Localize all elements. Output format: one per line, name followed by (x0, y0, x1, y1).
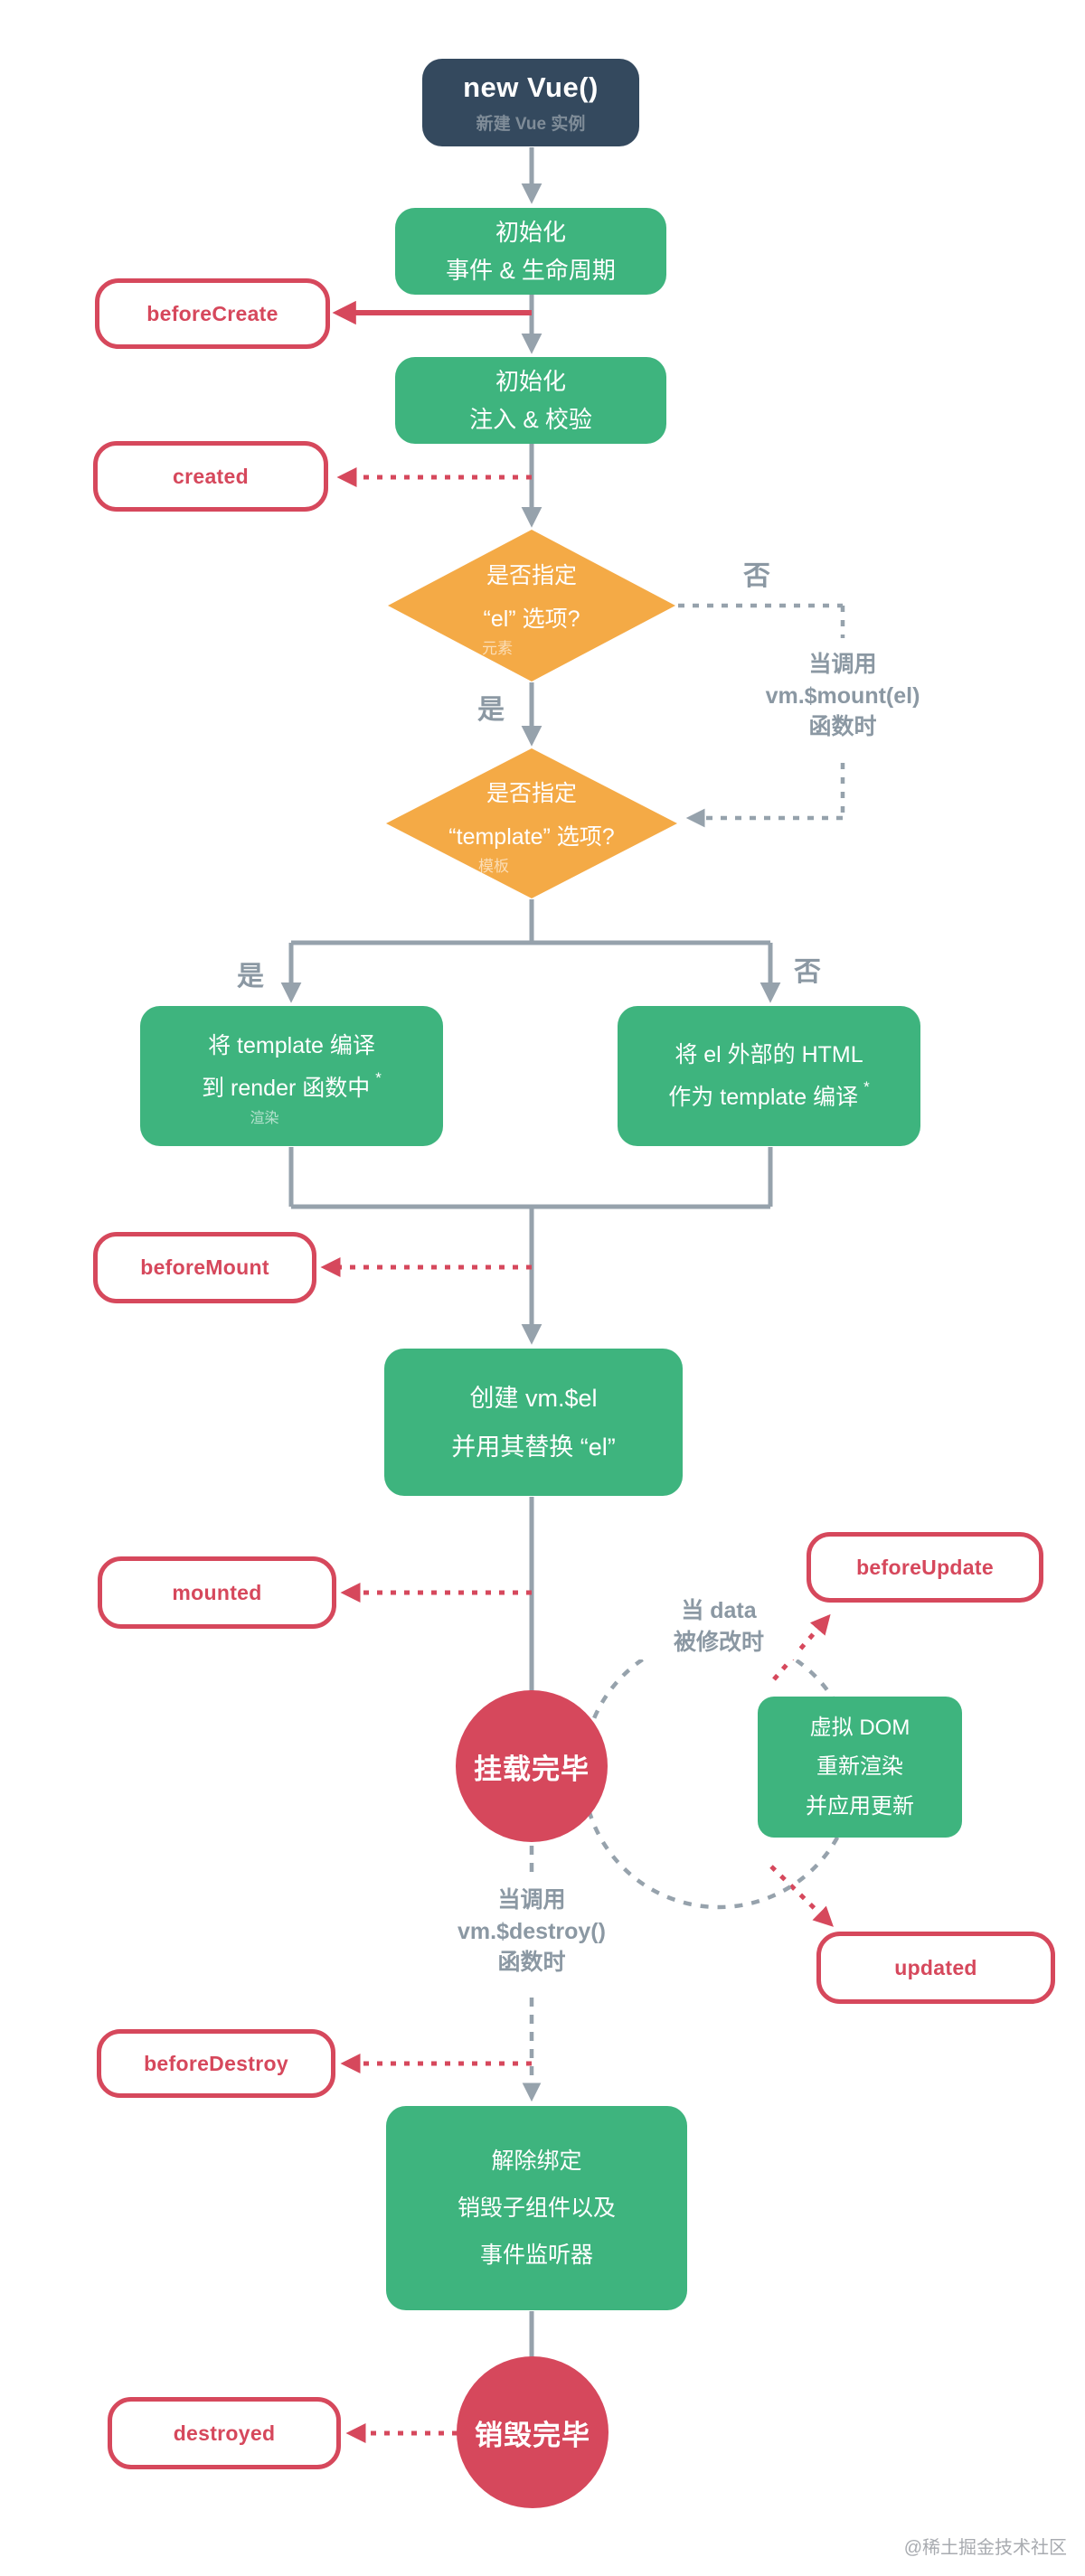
compile-outer-html-line2: 作为 template 编译* (668, 1077, 870, 1110)
compile-outer-html-line1: 将 el 外部的 HTML (675, 1042, 863, 1068)
data-changed-line1: 当 data (681, 1598, 757, 1623)
data-changed-line2: 被修改时 (673, 1629, 764, 1655)
hook-destroyed: destroyed (108, 2397, 341, 2469)
teardown-line3: 事件监听器 (479, 2242, 593, 2268)
mount-call-line1: 当调用 (808, 652, 877, 677)
callout-updated (769, 1865, 834, 1927)
has-template-line2: “template” 选项? (448, 823, 615, 850)
label-template-yes: 是 (237, 962, 264, 992)
hook-callout-arrows (320, 300, 834, 2444)
compile-template-annotation: 渲染 (250, 1110, 279, 1126)
has-el-line1: 是否指定 (486, 563, 577, 588)
watermark: @稀土掘金技术社区 (903, 2538, 1067, 2558)
hook-beforemount: beforeMount (93, 1232, 316, 1303)
no-branch-dotted-path (678, 603, 845, 828)
has-template-annotation: 模板 (478, 858, 509, 875)
note-destroy-call: 当调用 vm.$destroy() 函数时 (440, 1885, 623, 1979)
state-mounted-done: 挂载完毕 (456, 1690, 608, 1842)
mount-call-line3: 函数时 (808, 714, 877, 739)
has-el-line2: “el” 选项? (483, 606, 580, 632)
init-lifecycle-line2: 事件 & 生命周期 (446, 257, 616, 284)
init-lifecycle-line1: 初始化 (495, 218, 566, 246)
node-teardown: 解除绑定 销毁子组件以及 事件监听器 (386, 2106, 687, 2310)
new-vue-title: new Vue() (463, 71, 599, 103)
hook-beforeupdate: beforeUpdate (807, 1532, 1043, 1603)
state-destroyed-done: 销毁完毕 (457, 2356, 609, 2508)
node-init-injection: 初始化 注入 & 校验 (395, 357, 666, 444)
new-vue-subtitle: 新建 Vue 实例 (476, 114, 586, 134)
hook-beforecreate: beforeCreate (95, 278, 330, 349)
init-injection-line2: 注入 & 校验 (469, 406, 592, 433)
node-compile-template: 将 template 编译 到 render 函数中* 渲染 (140, 1006, 443, 1146)
label-el-no: 否 (743, 561, 770, 591)
virtual-dom-line1: 虚拟 DOM (809, 1716, 910, 1741)
node-create-vm-el: 创建 vm.$el 并用其替换 “el” (384, 1349, 683, 1496)
node-compile-outer-html: 将 el 外部的 HTML 作为 template 编译* (618, 1006, 920, 1146)
hook-beforedestroy: beforeDestroy (97, 2029, 335, 2098)
node-new-vue: new Vue() 新建 Vue 实例 (422, 59, 639, 146)
destroy-call-line2: vm.$destroy() (458, 1918, 606, 1944)
compile-template-line2: 到 render 函数中* (202, 1068, 382, 1101)
has-el-annotation: 元素 (482, 640, 513, 657)
teardown-line2: 销毁子组件以及 (457, 2195, 616, 2221)
note-mount-call: 当调用 vm.$mount(el) 函数时 (737, 649, 948, 743)
virtual-dom-line2: 重新渲染 (816, 1754, 903, 1780)
compile-template-line1: 将 template 编译 (208, 1033, 375, 1059)
hook-mounted: mounted (98, 1556, 336, 1629)
create-vm-el-line2: 并用其替换 “el” (451, 1433, 616, 1461)
has-template-line1: 是否指定 (486, 781, 577, 806)
teardown-line1: 解除绑定 (491, 2148, 582, 2174)
mount-call-line2: vm.$mount(el) (765, 682, 920, 709)
footnote-mark: * (375, 1068, 382, 1086)
note-data-changed: 当 data 被修改时 (638, 1594, 799, 1659)
destroy-call-line1: 当调用 (497, 1887, 566, 1913)
destroy-call-line3: 函数时 (497, 1950, 566, 1975)
label-el-yes: 是 (477, 695, 505, 725)
node-virtual-dom-rerender: 虚拟 DOM 重新渲染 并应用更新 (758, 1697, 962, 1838)
callout-beforeupdate (772, 1613, 831, 1681)
init-injection-line1: 初始化 (495, 367, 566, 395)
hook-updated: updated (816, 1932, 1055, 2004)
virtual-dom-line3: 并应用更新 (806, 1793, 914, 1819)
node-init-lifecycle: 初始化 事件 & 生命周期 (395, 208, 666, 295)
label-template-no: 否 (794, 957, 821, 987)
footnote-mark: * (863, 1077, 870, 1095)
hook-created: created (93, 441, 328, 512)
create-vm-el-line1: 创建 vm.$el (469, 1384, 598, 1412)
flow-arrows (280, 147, 781, 2364)
